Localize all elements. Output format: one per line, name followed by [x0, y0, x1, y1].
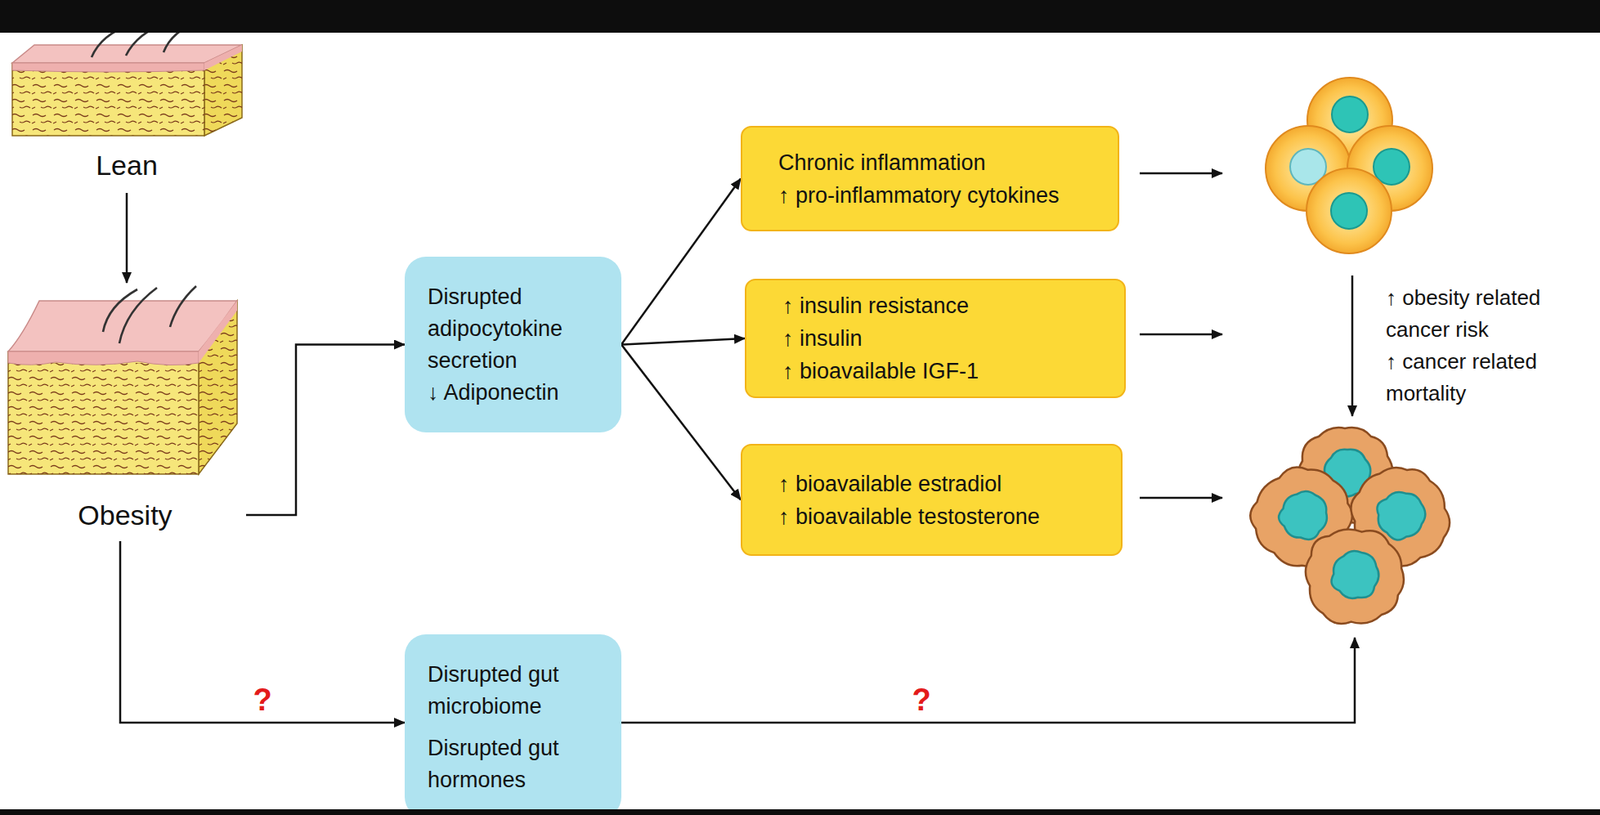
node-text: ↑ insulin	[782, 322, 863, 355]
connector-arrow	[621, 179, 741, 346]
connector-arrow	[246, 345, 405, 516]
connector-arrow	[621, 345, 741, 501]
node-text: ↑ bioavailable estradiol	[778, 467, 1002, 501]
edge-label: ?	[252, 682, 272, 718]
connector-arrow	[125, 192, 129, 283]
outcome-note: ↑ cancer related mortality	[1385, 345, 1597, 410]
lean-skin-illustration	[12, 21, 243, 136]
cancer-cells	[1234, 427, 1463, 632]
effect-box: Chronic inflammation↑ pro-inflammatory c…	[740, 125, 1120, 232]
node-text: ↓ Adiponectin	[427, 376, 560, 409]
mechanism-box: Disrupted adipocytokine secretion↓ Adipo…	[404, 256, 622, 433]
layout-arrows	[618, 173, 1355, 723]
node-text: Disrupted gut hormones	[427, 732, 601, 797]
node-text: Disrupted gut microbiome	[427, 658, 601, 723]
node-text: ↑ bioavailable testosterone	[778, 500, 1040, 534]
mechanism-box: Disrupted gut microbiomeDisrupted gut ho…	[404, 634, 622, 815]
bottom-bar	[0, 809, 1600, 815]
node-text: ↑ bioavailable IGF-1	[782, 354, 979, 388]
node-text: Lean	[95, 148, 158, 182]
top-bar	[0, 0, 1600, 33]
connector-arrow	[120, 541, 405, 723]
node-text: Chronic inflammation	[778, 146, 986, 180]
obese-skin-illustration	[8, 286, 238, 475]
illustration-label-node: Obesity	[4, 286, 247, 532]
node-text: ↑ pro-inflammatory cytokines	[778, 179, 1060, 212]
normal-cells	[1265, 77, 1433, 254]
node-text: ↑ insulin resistance	[782, 289, 969, 323]
question-mark: ?	[911, 682, 931, 718]
connector-arrow	[621, 338, 745, 346]
node-text: Obesity	[77, 498, 172, 532]
node-text: Disrupted adipocytokine secretion	[427, 281, 601, 377]
outcome-note: ↑ obesity related cancer risk	[1385, 282, 1597, 346]
effect-box: ↑ insulin resistance↑ insulin↑ bioavaila…	[744, 278, 1126, 399]
illustration-label-node: Lean	[8, 24, 246, 182]
effect-box: ↑ bioavailable estradiol↑ bioavailable t…	[740, 443, 1123, 556]
